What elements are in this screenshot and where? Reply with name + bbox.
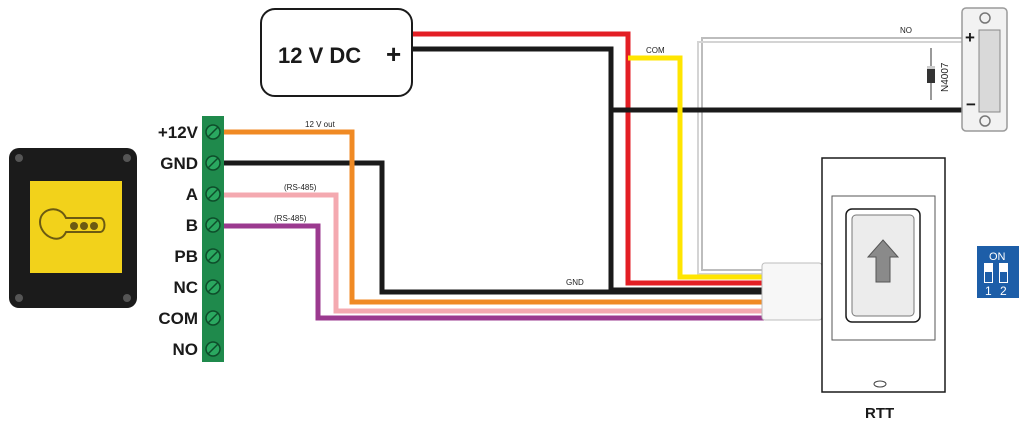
terminal-screw-slot [207, 343, 219, 355]
door-lock: + − N4007 [927, 7, 1008, 132]
lock-screw-top [979, 12, 991, 24]
lock-screw-bottom [979, 115, 991, 127]
terminal-screw-slot [207, 188, 219, 200]
terminal-body [202, 116, 224, 362]
terminal-label-no: NO [173, 340, 199, 359]
module-label: RTT [865, 405, 894, 422]
terminal-screw-slot [207, 312, 219, 324]
dip-switch-2-lever [1000, 272, 1007, 282]
wire-yellow-com [628, 55, 764, 280]
label-rs485-b: (RS-485) [274, 214, 307, 223]
power-supply-plus: + [386, 39, 401, 69]
dip-switch-1-lever [985, 272, 992, 282]
dip-switch-2-label: 2 [1000, 284, 1007, 298]
reader-screw-tl [15, 154, 23, 162]
key-dot-1 [70, 222, 78, 230]
key-dot-2 [80, 222, 88, 230]
terminal-screw-slot [207, 126, 219, 138]
lock-minus: − [966, 95, 976, 114]
dip-switch-1-label: 1 [985, 284, 992, 298]
label-rs485-a: (RS-485) [284, 183, 317, 192]
wire-orange-12v-out [222, 129, 764, 305]
rtt-module: RTT [761, 157, 946, 422]
wire-gray-no-inner [697, 41, 966, 275]
label-no-wire: NO [900, 26, 912, 35]
terminal-label-gnd: GND [160, 154, 198, 173]
terminal-label-pb: PB [174, 247, 198, 266]
terminal-label-nc: NC [173, 278, 198, 297]
key-icon [38, 208, 106, 240]
keypad-reader [9, 148, 137, 308]
dip-on-label: ON [989, 251, 1006, 263]
terminal-screw-slot [207, 281, 219, 293]
wire-black-gnd [222, 160, 764, 295]
terminal-screw-slot [207, 157, 219, 169]
terminal-screw-slot [207, 219, 219, 231]
wire-red-12v [410, 31, 764, 286]
arrow-up-icon [866, 239, 900, 283]
power-supply-label: 12 V DC [278, 43, 361, 68]
power-supply-box [260, 8, 413, 97]
reader-screw-tr [123, 154, 131, 162]
reader-screw-br [123, 294, 131, 302]
terminal-label-a: A [186, 185, 198, 204]
diode-label: N4007 [940, 62, 951, 92]
wire-pink-rs485-a [222, 192, 764, 314]
wire-purple-rs485-b [222, 223, 764, 321]
lock-plus: + [965, 28, 975, 47]
module-led [873, 380, 887, 388]
diode-body [927, 66, 935, 83]
dip-switch: ON 1 2 [977, 246, 1019, 298]
terminal-label-com: COM [158, 309, 198, 328]
diode-band [927, 66, 935, 69]
wire-black-psu [410, 46, 764, 293]
label-12v-out: 12 V out [305, 120, 336, 129]
wire-gray-no-outer [701, 37, 966, 271]
key-dot-3 [90, 222, 98, 230]
terminal-label-12v: +12V [158, 123, 199, 142]
reader-screw-bl [15, 294, 23, 302]
module-inner-contour [831, 195, 936, 341]
label-gnd-wire: GND [566, 278, 584, 287]
cable-sleeve [761, 262, 823, 321]
label-com-wire: COM [646, 46, 665, 55]
terminal-block: +12V GND AB PB NC COM NO [158, 116, 224, 362]
terminal-label-b: B [186, 216, 198, 235]
lock-bolt [978, 29, 1001, 113]
terminal-screw-slot [207, 250, 219, 262]
